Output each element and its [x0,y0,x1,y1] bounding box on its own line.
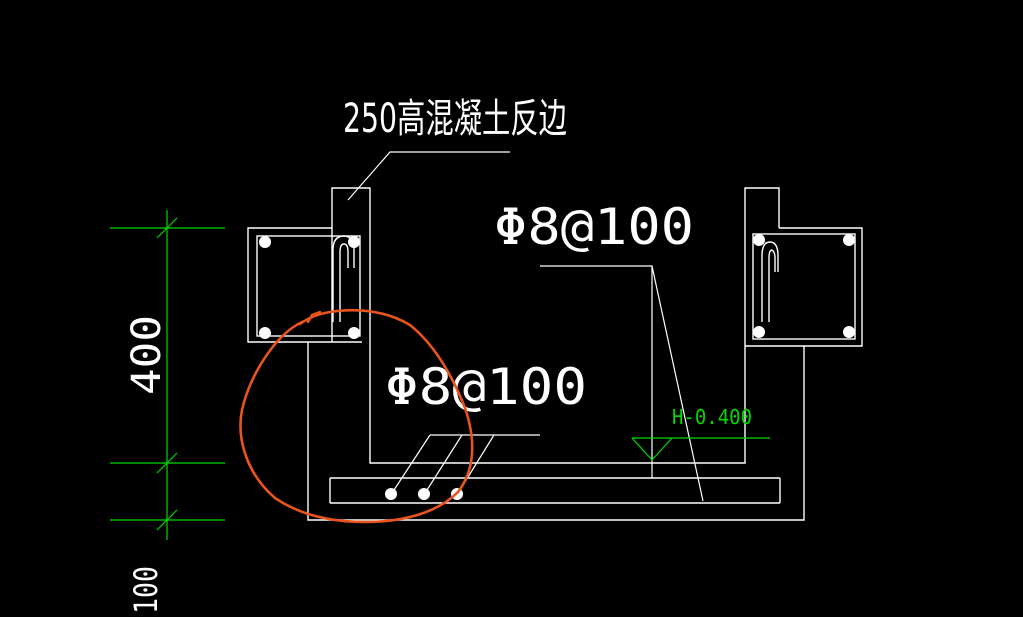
dimension-lines [110,210,225,540]
rebar-dot [843,234,855,246]
rebar-lower-leader-branch [393,434,431,491]
rebar-dot [259,236,271,248]
dimension-400-label: 400 [124,315,170,395]
edge-note-leader [347,151,510,201]
dimension-tick-top [156,217,178,239]
elevation-marker [631,437,770,461]
left-stirrup [256,235,361,337]
concrete-outline [247,187,863,521]
rebar-dot [385,488,397,500]
inner-outline [331,187,780,464]
rebar-dot [259,327,271,339]
rebar-dot [843,326,855,338]
rebar-dot [753,326,765,338]
rebar-dot [348,327,360,339]
elevation-label: H-0.400 [672,405,752,429]
outer-outline [307,342,805,521]
right-stirrup [752,233,856,340]
right-hook-bar [761,241,779,322]
rebar-lower-label: Φ8@100 [385,358,587,416]
rebar-dot [348,236,360,248]
rebar-dot [753,234,765,246]
rebar-upper-label: Φ8@100 [494,198,694,256]
dimension-100-label: 100 [127,566,165,614]
rebar-dots [259,234,855,500]
edge-note-label: 250高混凝土反边 [343,96,567,142]
left-beam-outline [247,227,362,343]
dimension-tick-bottom [156,509,178,531]
elevation-triangle [631,437,673,461]
rebar-lower-leader-branch [426,434,463,491]
markup-circle-start [306,310,322,324]
right-hook-bar-inner [768,249,776,322]
rebar-dot [418,488,430,500]
left-hook-bar-inner [339,243,349,322]
stirrups [256,233,856,340]
markup-circle [239,308,474,524]
dimension-tick-middle [156,452,178,474]
